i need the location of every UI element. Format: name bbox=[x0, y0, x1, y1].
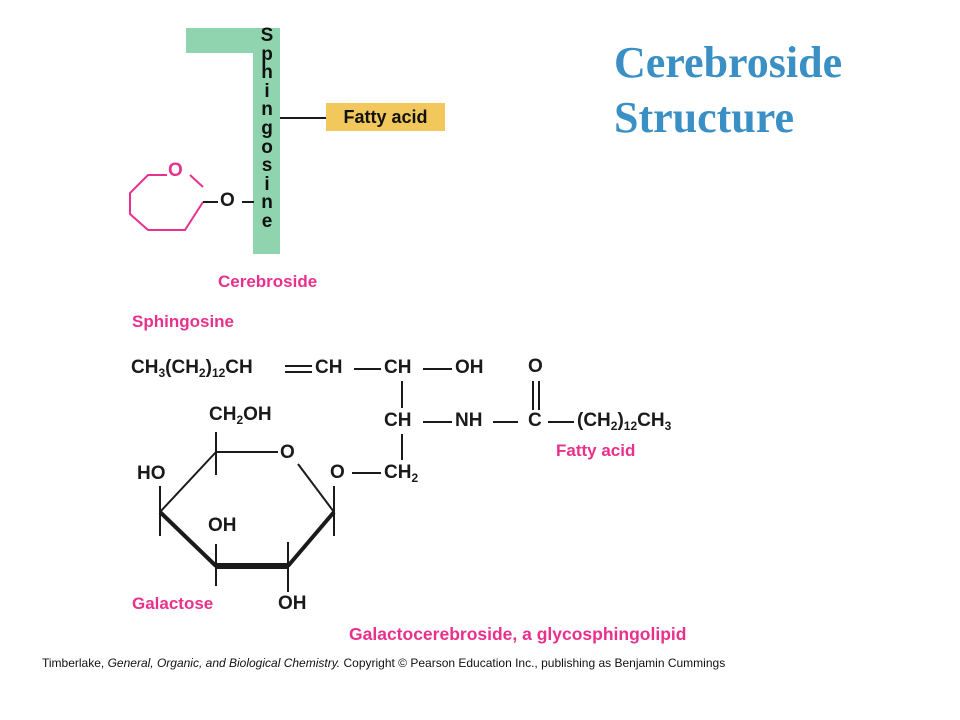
sugar-ring-icon bbox=[129, 174, 204, 231]
ch2oh: CH2OH bbox=[209, 404, 272, 427]
credit-rest: Copyright © Pearson Education Inc., publ… bbox=[343, 656, 726, 670]
oh-mid: OH bbox=[208, 515, 237, 536]
oh-bottom: OH bbox=[278, 593, 307, 614]
ch-2: CH bbox=[384, 357, 412, 378]
ch2-bottom: CH2 bbox=[384, 462, 419, 485]
link-oxygen: O bbox=[220, 190, 235, 211]
ring-bond-c3-c4 bbox=[158, 510, 218, 568]
ring-bond-c4-c5 bbox=[159, 451, 217, 513]
chain-left: CH3(CH2)12CH bbox=[131, 357, 253, 380]
ring-bond-o-c1 bbox=[297, 463, 335, 513]
galactose-label: Galactose bbox=[132, 594, 214, 613]
ch-1: CH bbox=[315, 357, 343, 378]
ho-left: HO bbox=[137, 463, 166, 484]
credit-book: General, Organic, and Biological Chemist… bbox=[107, 656, 341, 670]
galactocerebroside-caption: Galactocerebroside, a glycosphingolipid bbox=[349, 624, 687, 644]
title-line-2: Structure bbox=[614, 93, 795, 142]
cerebroside-caption: Cerebroside bbox=[218, 272, 318, 291]
ch-mid: CH bbox=[384, 410, 412, 431]
fatty-acid-label: Fatty acid bbox=[556, 441, 636, 460]
credit-line: Timberlake, General, Organic, and Biolog… bbox=[42, 656, 725, 670]
fatty-acid-box: Fatty acid bbox=[326, 103, 445, 131]
ring-oxygen-galactose: O bbox=[280, 442, 295, 463]
ring-oxygen: O bbox=[168, 160, 183, 181]
oh-top: OH bbox=[455, 357, 484, 378]
fatty-chain: (CH2)12CH3 bbox=[577, 410, 672, 433]
ring-bond-c1-c2 bbox=[286, 510, 336, 568]
sphingosine-backbone bbox=[253, 28, 280, 254]
sphingosine-label: Sphingosine bbox=[132, 312, 234, 331]
credit-author: Timberlake, bbox=[42, 656, 105, 670]
nh: NH bbox=[455, 410, 483, 431]
glycosidic-oxygen: O bbox=[330, 462, 345, 483]
title-line-1: Cerebroside bbox=[614, 38, 843, 87]
sugar-ring-o-bond bbox=[189, 174, 204, 188]
amide-carbon: C bbox=[528, 410, 542, 431]
sphingosine-vertical-label: S p h i n g o s i n e bbox=[260, 25, 274, 232]
carbonyl-oxygen: O bbox=[528, 356, 543, 377]
